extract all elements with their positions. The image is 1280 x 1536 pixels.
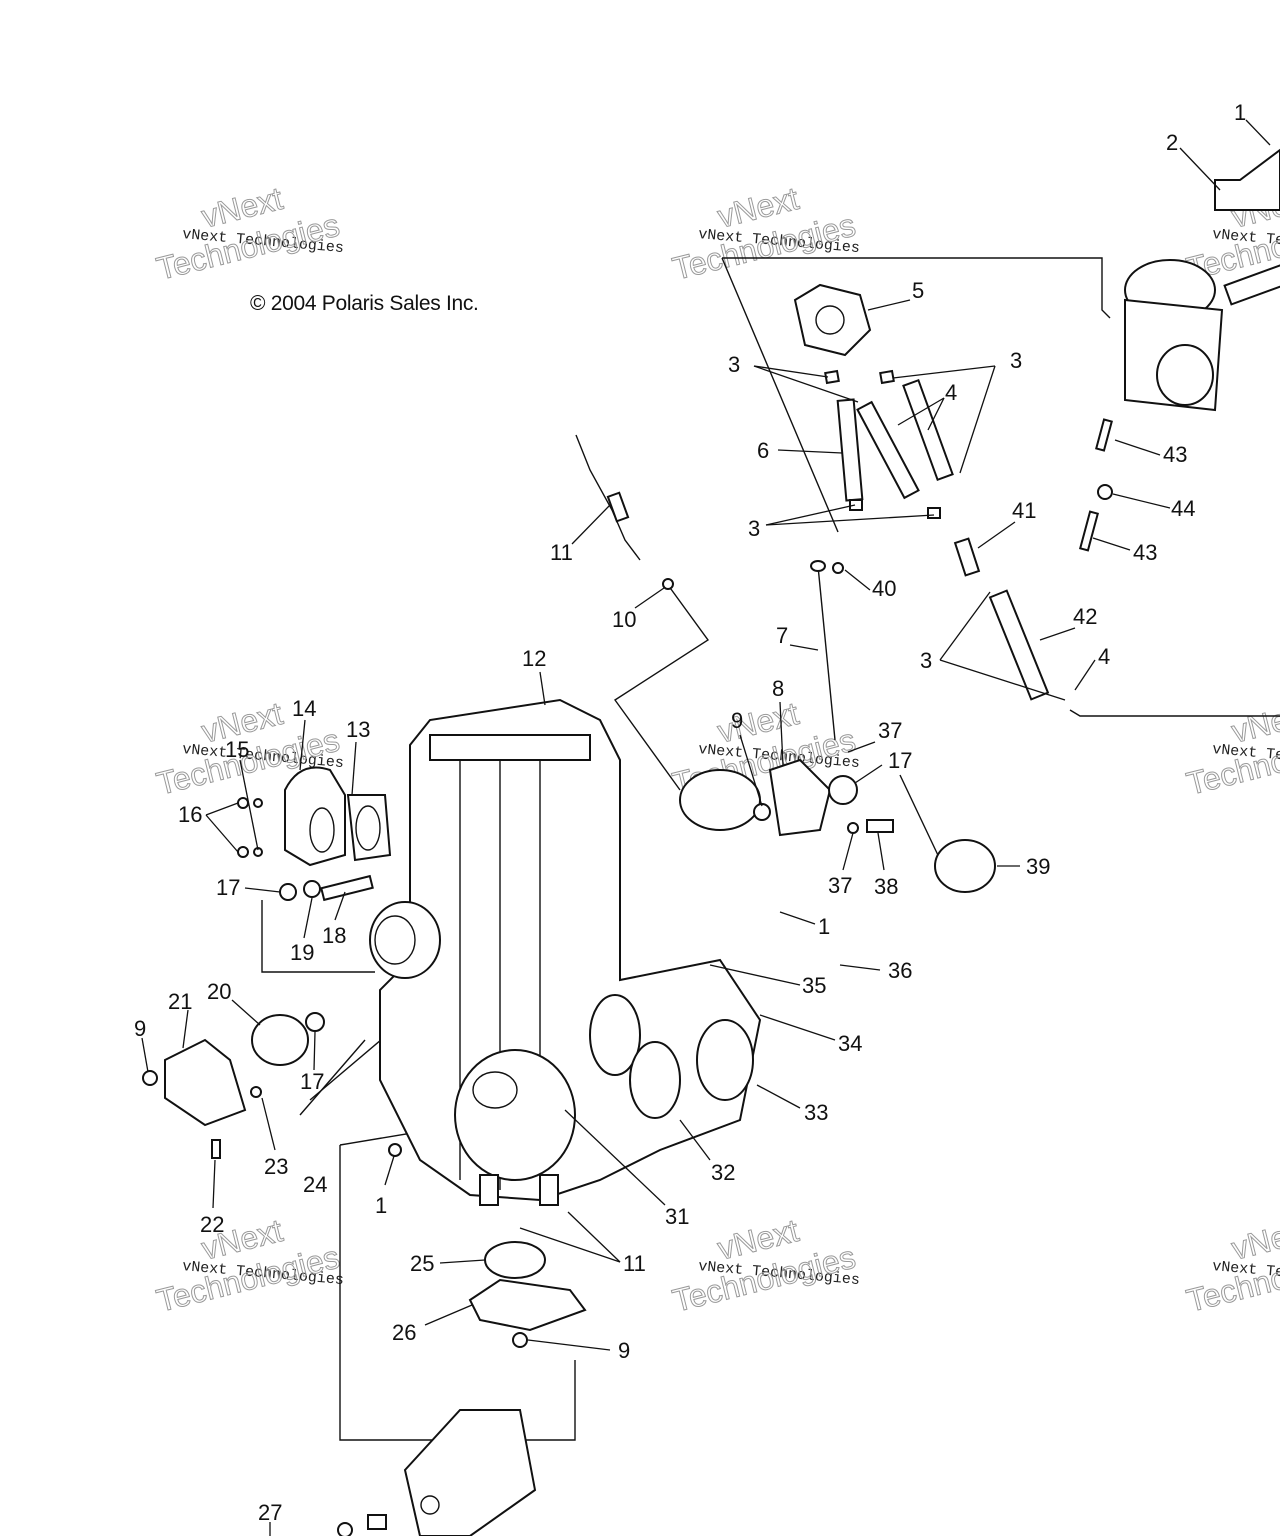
callout-17: 17 (300, 1069, 324, 1094)
callout-40: 40 (872, 576, 896, 601)
mount-39 (934, 839, 996, 893)
callout-10: 10 (612, 607, 636, 632)
callout-22: 22 (200, 1212, 224, 1237)
callout-37: 37 (878, 718, 902, 743)
callout-15: 15 (225, 737, 249, 762)
hose-42 (988, 589, 1050, 701)
callout-36: 36 (888, 958, 912, 983)
callout-31: 31 (665, 1204, 689, 1229)
watermark-8: vNext vNext Technologies Technologies (668, 1212, 860, 1320)
callout-1: 1 (375, 1193, 387, 1218)
callout-9: 9 (134, 1016, 146, 1041)
bracket-21 (164, 1038, 247, 1127)
callout-37: 37 (828, 873, 852, 898)
watermark-2: vNext vNext Technologies Technologies (668, 180, 860, 288)
callout-11: 11 (550, 540, 573, 565)
callout-1: 1 (1234, 100, 1246, 125)
bracket-26 (468, 1278, 587, 1332)
watermark-6: vNext vNext Technologies Technologies (1182, 695, 1280, 803)
callout-25: 25 (410, 1251, 434, 1276)
callout-19: 19 (290, 940, 314, 965)
watermark-group: vNext vNext Technologies Technologies vN… (152, 180, 1280, 1320)
leader-lines (141, 119, 1271, 1536)
hose-6 (836, 398, 864, 502)
callout-43: 43 (1163, 442, 1187, 467)
callout-6: 6 (757, 438, 769, 463)
callout-8: 8 (772, 676, 784, 701)
callout-5: 5 (912, 278, 924, 303)
mount-20 (251, 1014, 309, 1066)
callout-38: 38 (874, 874, 898, 899)
callout-9: 9 (731, 708, 743, 733)
callout-2: 2 (1166, 130, 1178, 155)
callout-9: 9 (618, 1338, 630, 1363)
drive-housing (403, 1409, 537, 1536)
hose-4 (856, 400, 920, 500)
callout-17: 17 (216, 875, 240, 900)
watermark-big-a: vNext (1228, 695, 1280, 750)
callout-44: 44 (1171, 496, 1195, 521)
callout-1: 1 (818, 914, 830, 939)
oil-filter (369, 901, 441, 979)
callout-14: 14 (292, 696, 316, 721)
callout-16: 16 (178, 802, 202, 827)
fuel-pump-assembly (793, 283, 1113, 701)
callout-33: 33 (804, 1100, 828, 1125)
callout-4: 4 (945, 380, 957, 405)
callout-34: 34 (838, 1031, 862, 1056)
mount-25 (484, 1241, 546, 1279)
callout-17: 17 (888, 748, 912, 773)
fuel-filter (953, 537, 981, 577)
callout-18: 18 (322, 923, 346, 948)
callout-21: 21 (168, 989, 192, 1014)
bracket-8 (768, 758, 832, 837)
cables (575, 434, 844, 741)
callout-4: 4 (1098, 644, 1110, 669)
watermark-9: vNext vNext Technologies Technologies (1182, 1212, 1280, 1320)
callout-7: 7 (776, 623, 788, 648)
callout-20: 20 (207, 979, 231, 1004)
air-box (679, 769, 761, 831)
engine-block (369, 698, 762, 1206)
callout-35: 35 (802, 973, 826, 998)
callout-13: 13 (346, 717, 370, 742)
fuel-pump (793, 283, 872, 357)
callout-3: 3 (920, 648, 932, 673)
watermark-1: vNext vNext Technologies Technologies (152, 180, 344, 288)
callout-11: 11 (623, 1251, 646, 1276)
callout-32: 32 (711, 1160, 735, 1185)
exhaust-parts (237, 766, 392, 902)
callout-12: 12 (522, 646, 546, 671)
callouts: 1 2 5 3 3 4 6 3 43 44 43 41 11 10 40 7 4… (134, 100, 1246, 1525)
callout-42: 42 (1073, 604, 1097, 629)
callout-41: 41 (1012, 498, 1036, 523)
callout-24: 24 (303, 1172, 327, 1197)
watermark-big-a: vNext (1228, 1212, 1280, 1267)
callout-39: 39 (1026, 854, 1050, 879)
watermark-7: vNext vNext Technologies Technologies (152, 1212, 344, 1320)
callout-43: 43 (1133, 540, 1157, 565)
carburetor (1124, 148, 1280, 412)
callout-26: 26 (392, 1320, 416, 1345)
callout-3: 3 (728, 352, 740, 377)
callout-3: 3 (1010, 348, 1022, 373)
callout-23: 23 (264, 1154, 288, 1179)
copyright-notice: © 2004 Polaris Sales Inc. (250, 292, 479, 315)
mounts (142, 758, 996, 1536)
callout-3: 3 (748, 516, 760, 541)
callout-27: 27 (258, 1500, 282, 1525)
